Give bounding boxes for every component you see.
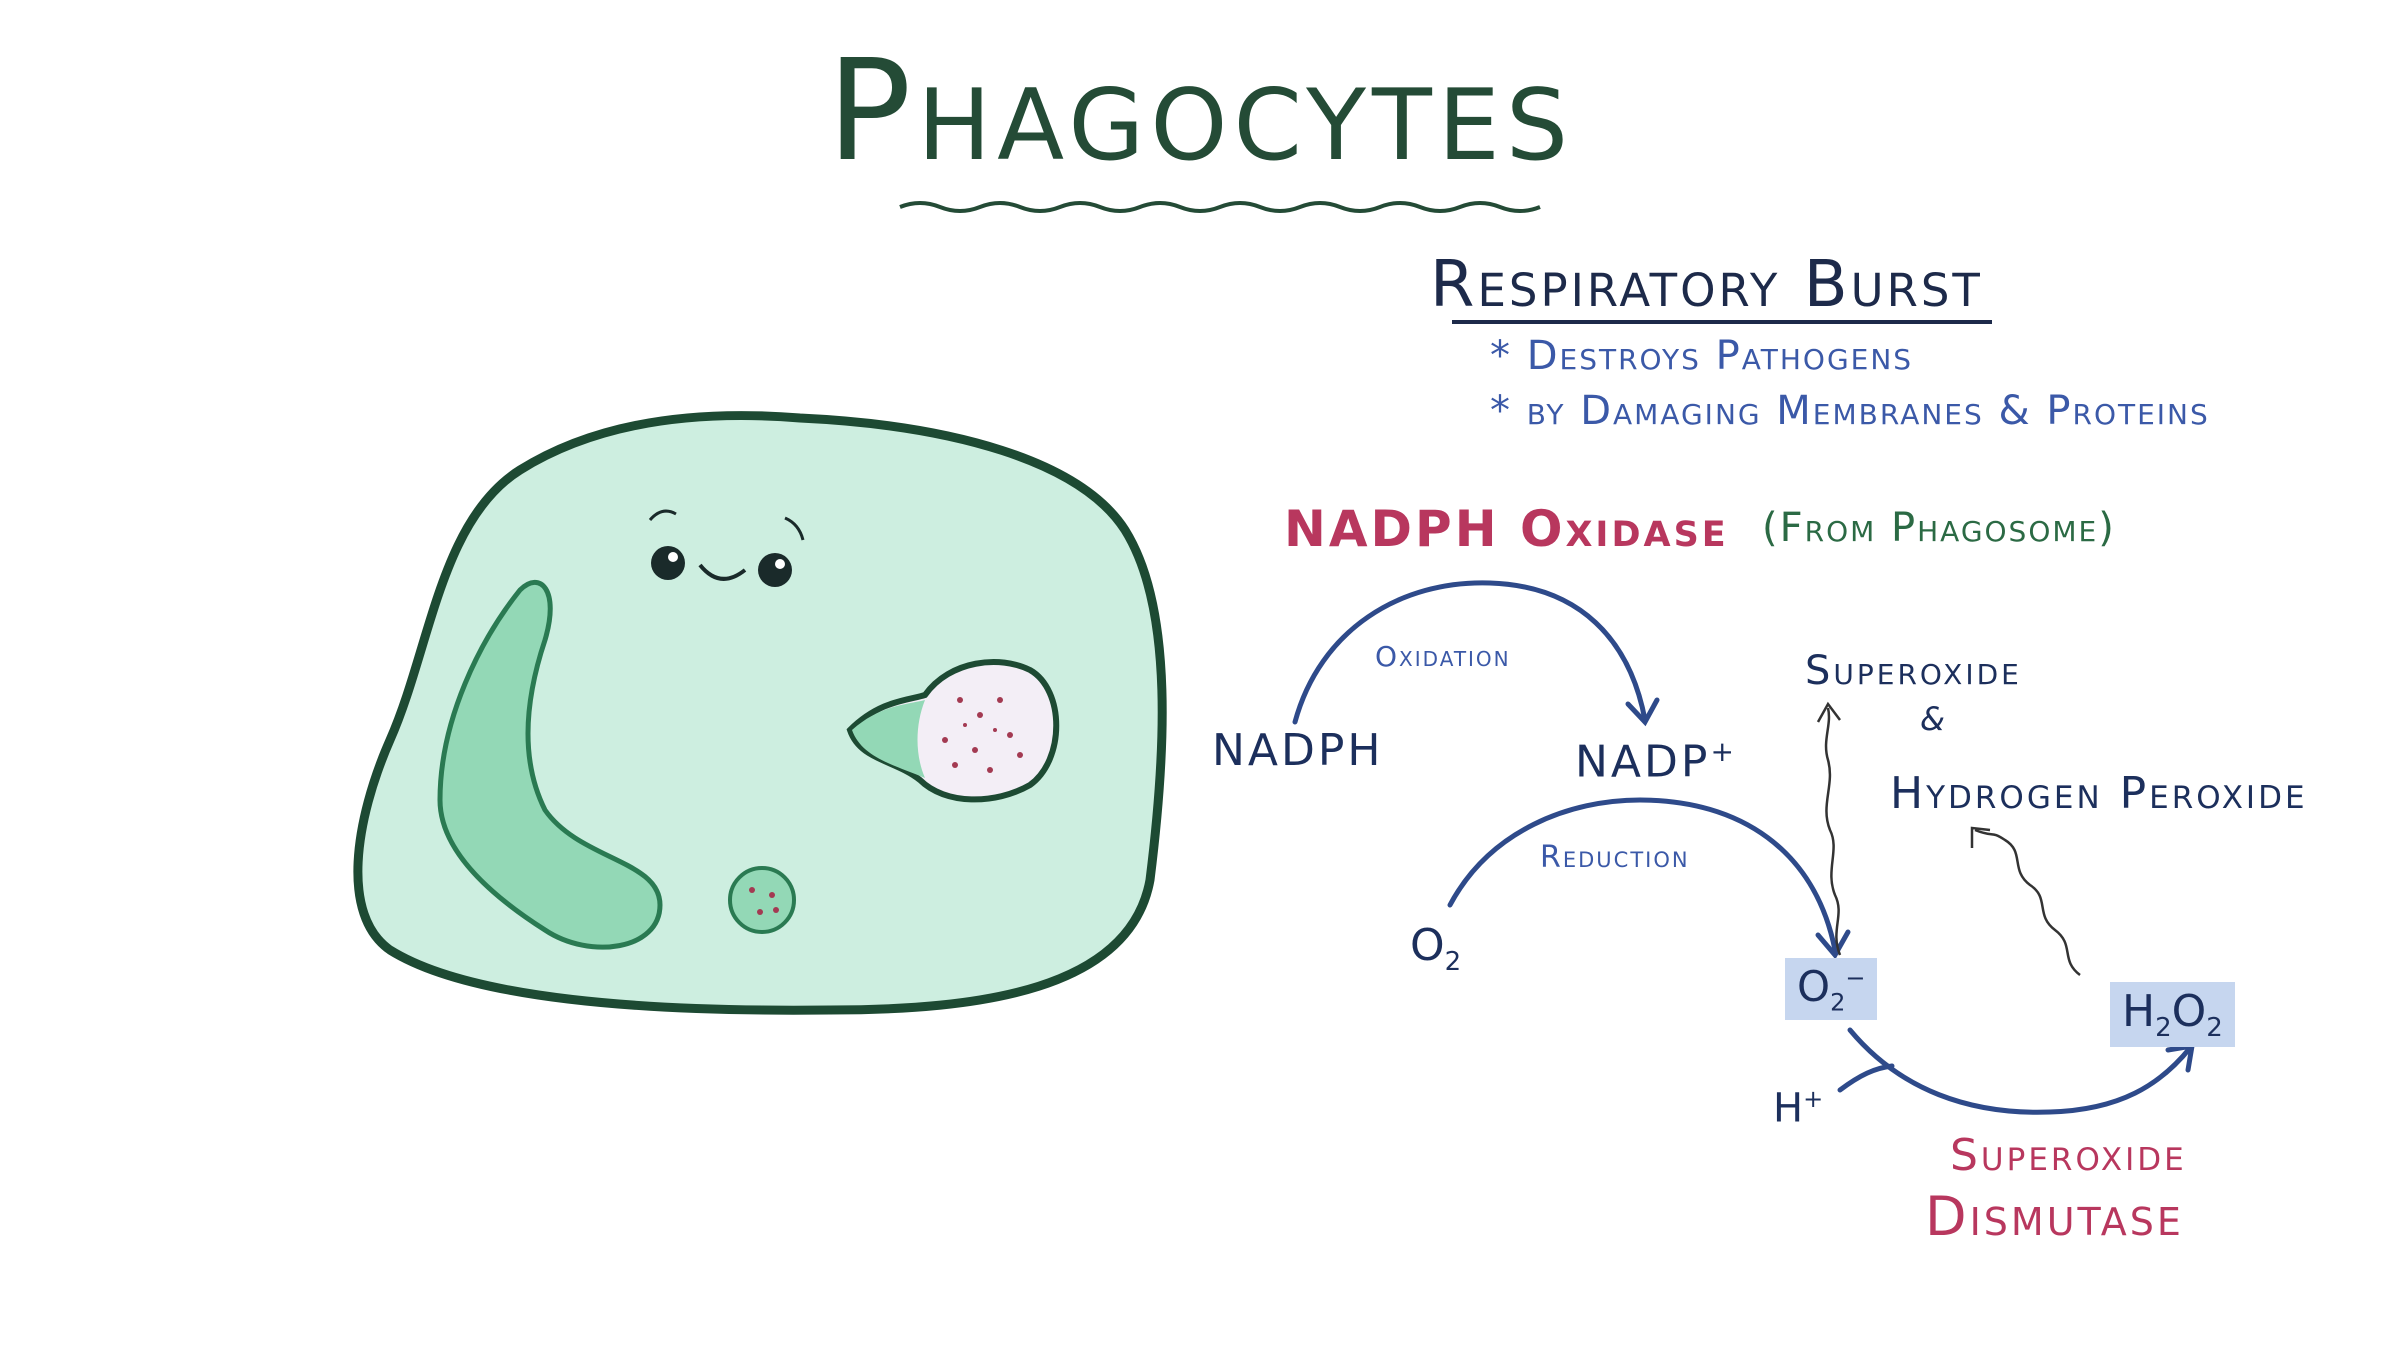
hydrogen-peroxide-box: H2O2	[2110, 982, 2235, 1047]
enzyme-line1: Superoxide	[1950, 1130, 2187, 1181]
granule	[728, 866, 796, 934]
h-plus-label: H+	[1773, 1085, 1824, 1132]
right-eye-shine	[775, 559, 785, 569]
from-phagosome-note: (From Phagosome)	[1762, 505, 2116, 551]
ampersand-label: &	[1920, 700, 1948, 738]
oxidation-label: Oxidation	[1375, 640, 1511, 673]
right-brow	[784, 516, 805, 541]
right-eye	[758, 553, 792, 587]
nadph-oxidase-label: NADPH Oxidase	[1284, 500, 1729, 558]
reduction-arrow	[1447, 797, 1838, 953]
enzyme-line2: Dismutase	[1925, 1185, 2184, 1248]
granule-contents	[749, 887, 779, 915]
phagosome-neck	[852, 700, 925, 778]
nadph-label: NADPH	[1212, 725, 1384, 776]
respiratory-burst-heading: Respiratory Burst	[1430, 248, 1983, 322]
hydrogen-peroxide-label: Hydrogen Peroxide	[1890, 768, 2308, 819]
h-plus-arrow	[1837, 1063, 1895, 1093]
oxidation-arrowhead	[1625, 697, 1660, 727]
superoxide-wavy-arrowhead	[1816, 701, 1841, 723]
left-eye-shine	[668, 552, 678, 562]
superoxide-ion-box: O2−	[1785, 958, 1878, 1021]
bacteria-debris	[942, 697, 1023, 773]
superoxide-label: Superoxide	[1805, 648, 2022, 694]
reduction-arrowhead	[1815, 929, 1851, 960]
left-brow	[648, 509, 677, 522]
superoxide-wavy-arrow	[1824, 707, 1842, 956]
dismutase-arrow	[1847, 1027, 2193, 1115]
nadp-plus-label: NADP+	[1575, 735, 1737, 788]
bullet-destroys-pathogens: * Destroys Pathogens	[1490, 333, 1914, 379]
oxidation-arrow	[1292, 580, 1648, 725]
title-underline	[899, 201, 1541, 213]
bullet-damaging-membranes: * by Damaging Membranes & Proteins	[1490, 388, 2210, 434]
peroxide-wavy-arrowhead	[1970, 826, 1991, 848]
left-eye	[651, 546, 685, 580]
reduction-label: Reduction	[1540, 840, 1690, 875]
oxygen-label: O2	[1410, 920, 1462, 977]
page-title: Phagocytes	[826, 30, 1575, 193]
peroxide-wavy-arrow	[1974, 828, 2081, 976]
phagocyte-cell	[353, 411, 1167, 1015]
nucleus	[437, 579, 663, 950]
smile	[698, 563, 747, 581]
